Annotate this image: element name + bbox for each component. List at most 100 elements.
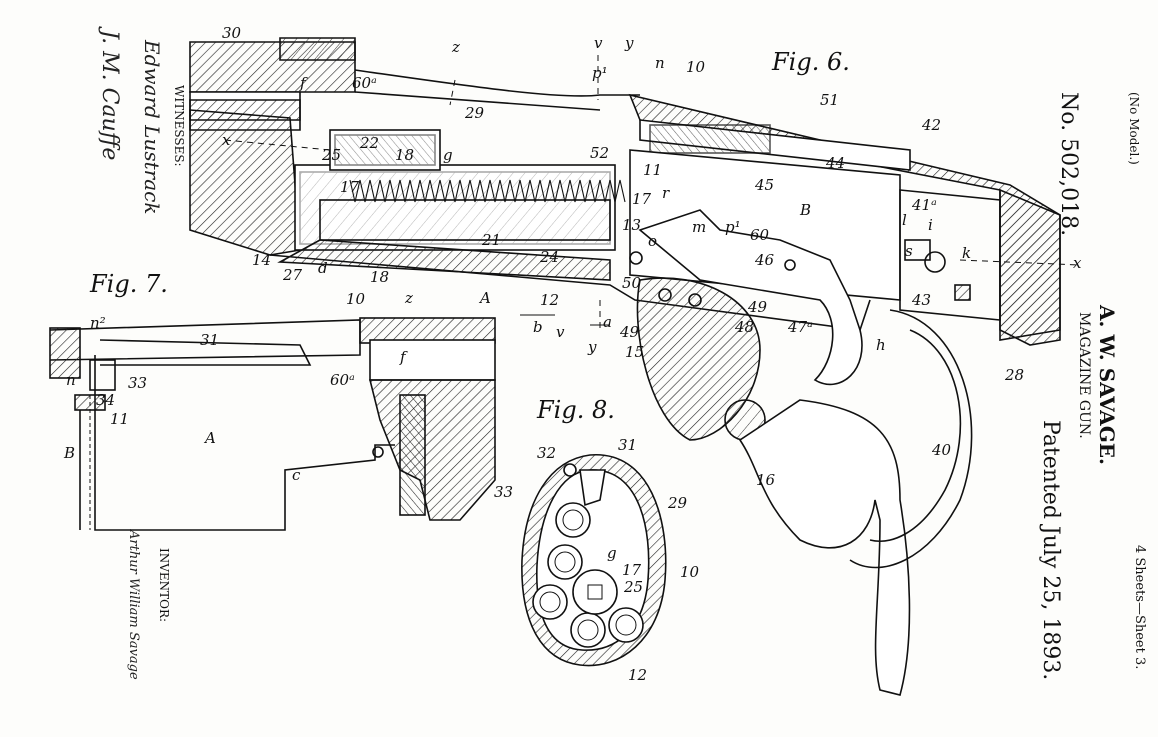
ref-label: 29 (464, 104, 485, 122)
ref-label: 31 (618, 436, 637, 454)
ref-label: 42 (921, 116, 941, 134)
ref-label: 17 (632, 190, 652, 208)
ref-label: 34 (96, 391, 115, 409)
ref-label: d (318, 259, 328, 277)
ref-label: 29 (667, 494, 688, 512)
ref-label: i (928, 216, 933, 234)
witness-2-signature: J. M. Cauffe (97, 26, 122, 160)
ref-label: 25 (623, 578, 643, 596)
ref-label: 27 (282, 266, 303, 284)
ref-label: z (404, 289, 413, 307)
sheet-count: 4 Sheets—Sheet 3. (1132, 545, 1147, 669)
fig6-title: Fig. 6. (771, 48, 850, 76)
ref-label: 60ᵃ (330, 371, 355, 389)
cartridge-2 (547, 544, 583, 580)
ref-label: 40 (931, 441, 952, 459)
ref-label: c (292, 466, 301, 484)
fig6-drawing (189, 37, 1081, 696)
ref-label: a (603, 313, 612, 331)
ref-label: m (692, 218, 706, 236)
ref-label: z (451, 38, 460, 56)
ref-label: n (66, 371, 76, 389)
fig8-reference-labels: 31 32 33 29 g 17 25 10 12 (494, 436, 700, 684)
ref-label: 49 (747, 298, 768, 316)
fig8-title: Fig. 8. (536, 396, 615, 424)
inventor-block: INVENTOR: Arthur William Savage (126, 529, 171, 680)
model-note: (No Model.) (1127, 92, 1141, 165)
inventor-heading: INVENTOR: (157, 548, 171, 622)
ref-label: x (222, 131, 231, 149)
ref-label: y (624, 34, 634, 52)
ref-label: 60 (750, 226, 770, 244)
ref-label: h (876, 336, 886, 354)
fig6-reference-labels: 30 z v y n 10 p¹ f 60ᵃ 29 51 42 x 22 18 … (222, 24, 1082, 489)
ref-label: 17 (622, 561, 642, 579)
ref-label: f (399, 348, 408, 366)
ref-label: 32 (537, 444, 556, 462)
cartridge-5 (608, 607, 644, 643)
ref-label: A (203, 429, 216, 447)
ref-label: 21 (481, 231, 501, 249)
ref-label: p¹ (725, 218, 741, 236)
ref-label: 33 (128, 374, 147, 392)
fig7-title: Fig. 7. (89, 270, 168, 298)
ref-label: 12 (540, 291, 559, 309)
ref-label: 18 (395, 146, 414, 164)
ref-label: v (594, 34, 603, 52)
ref-label: k (962, 244, 971, 262)
ref-label: g (443, 146, 453, 164)
ref-label: 31 (200, 331, 219, 349)
ref-label: A (478, 289, 491, 307)
ref-label: B (799, 201, 811, 219)
cartridge-center (572, 569, 618, 615)
ref-label: 18 (370, 268, 389, 286)
ref-label: 22 (359, 134, 379, 152)
fig7-drawing (49, 317, 496, 531)
cartridge-1 (555, 502, 591, 538)
patent-header: (No Model.) No. 502,018. A. W. SAVAGE. M… (1038, 92, 1147, 680)
cartridge-4 (570, 612, 606, 648)
ref-label: 30 (222, 24, 242, 42)
patented-date: Patented July 25, 1893. (1038, 420, 1063, 680)
ref-label: v (556, 323, 565, 341)
ref-label: 41ᵃ (911, 196, 937, 214)
ref-label: 15 (625, 343, 644, 361)
ref-label: 52 (590, 144, 609, 162)
ref-label: y (587, 338, 597, 356)
ref-label: p¹ (592, 64, 608, 82)
ref-label: 44 (825, 154, 845, 172)
ref-label: 11 (643, 161, 662, 179)
patent-number: No. 502,018. (1056, 92, 1081, 236)
witnesses-heading: WITNESSES: (172, 85, 186, 167)
witnesses-block: WITNESSES: Edward Lustrack J. M. Cauffe (97, 26, 186, 214)
ref-label: 60ᵃ (352, 74, 377, 92)
ref-label: B (63, 444, 75, 462)
ref-label: 33 (494, 483, 513, 501)
ref-label: 13 (622, 216, 641, 234)
ref-label: 25 (321, 146, 341, 164)
ref-label: l (902, 211, 907, 229)
ref-label: 45 (754, 176, 774, 194)
ref-label: o (648, 232, 657, 250)
ref-label: 46 (754, 251, 775, 269)
ref-label: s (905, 242, 913, 260)
ref-label: 12 (628, 666, 647, 684)
ref-label: x (1073, 254, 1082, 272)
ref-label: 10 (346, 290, 366, 308)
ref-label: n (655, 54, 665, 72)
ref-label: 28 (1004, 366, 1024, 384)
ref-label: 43 (911, 291, 931, 309)
ref-label: g (607, 544, 617, 562)
witness-1-signature: Edward Lustrack (140, 39, 164, 214)
ref-label: f (299, 74, 308, 92)
ref-label: n² (90, 314, 106, 332)
inventor-signature: Arthur William Savage (126, 529, 141, 680)
ref-label: 10 (686, 58, 706, 76)
ref-label: 50 (622, 274, 642, 292)
ref-label: 51 (820, 91, 839, 109)
ref-label: r (662, 184, 670, 202)
ref-label: 16 (756, 471, 776, 489)
inventor-name: A. W. SAVAGE. (1095, 304, 1119, 465)
